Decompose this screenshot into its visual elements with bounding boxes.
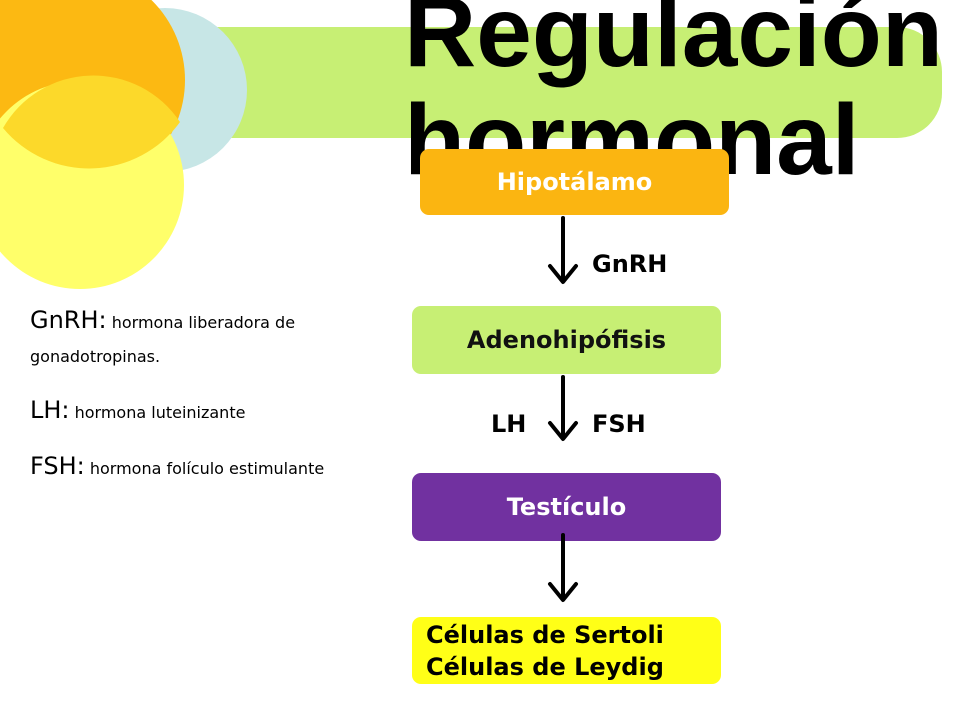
arrow-testiculo-to-celulas [548, 533, 578, 602]
hipotalamo-label: Hipotálamo [496, 168, 653, 196]
circle-overlap [3, 75, 180, 169]
title-line-1: Regulación [404, 0, 943, 88]
adenohipofisis-label: Adenohipófisis [466, 326, 667, 354]
fsh-arrow-label: FSH [592, 410, 646, 438]
legend-entry-lh: LH: hormona luteinizante [30, 396, 330, 430]
adenohipofisis-box: Adenohipófisis [412, 306, 721, 374]
celulas-leydig-label: Células de Leydig [426, 652, 664, 681]
legend-definition: hormona liberadora de gonadotropinas. [30, 313, 296, 366]
legend-term: GnRH: [30, 306, 107, 334]
arrow-adenohipofisis-to-testiculo [548, 375, 578, 441]
legend-term: FSH: [30, 452, 85, 480]
lh-arrow-label: LH [491, 410, 527, 438]
legend-definition: hormona luteinizante [74, 403, 246, 422]
hipotalamo-box: Hipotálamo [420, 149, 729, 215]
green-banner [120, 27, 942, 138]
legend-entry-fsh: FSH: hormona folículo estimulante [30, 452, 330, 486]
celulas-box: Células de Sertoli Células de Leydig [412, 617, 721, 684]
celulas-sertoli-label: Células de Sertoli [426, 620, 664, 649]
arrow-hipotalamo-to-adenohipofisis [548, 216, 578, 284]
gnrh-arrow-label: GnRH [592, 250, 668, 278]
legend-definition: hormona folículo estimulante [89, 459, 325, 478]
testiculo-box: Testículo [412, 473, 721, 541]
legend-entry-gnrh: GnRH: hormona liberadora de gonadotropin… [30, 306, 330, 374]
testiculo-label: Testículo [506, 493, 627, 521]
abbreviation-legend: GnRH: hormona liberadora de gonadotropin… [30, 306, 330, 508]
legend-term: LH: [30, 396, 70, 424]
